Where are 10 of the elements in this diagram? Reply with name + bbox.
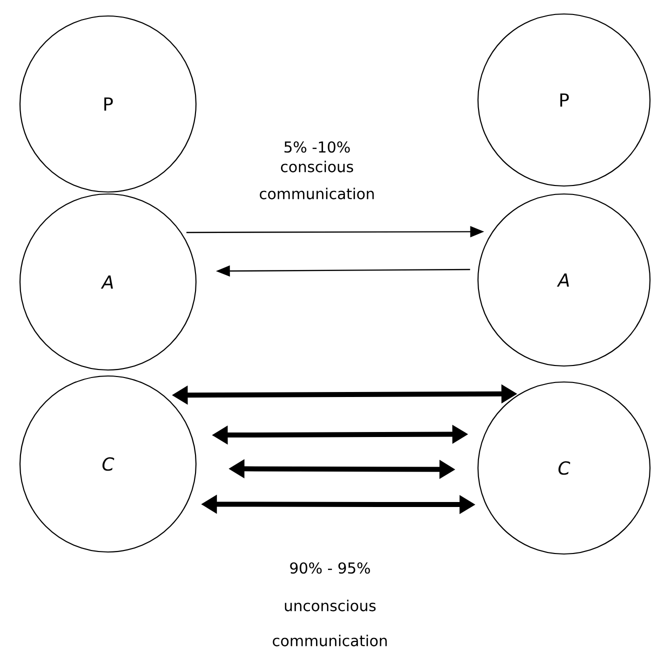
text-label: 90% - 95% <box>290 562 370 574</box>
text-label: conscious communication <box>260 160 374 200</box>
circle-node: P <box>19 15 197 193</box>
circle-node: P <box>477 13 651 187</box>
text-label: 5% -10% <box>284 141 350 153</box>
circle-node: C <box>477 381 651 555</box>
circle-node: A <box>19 193 197 371</box>
text-label: unconscious communication <box>272 600 387 646</box>
circle-node: A <box>477 193 651 367</box>
circle-node: C <box>19 375 197 553</box>
